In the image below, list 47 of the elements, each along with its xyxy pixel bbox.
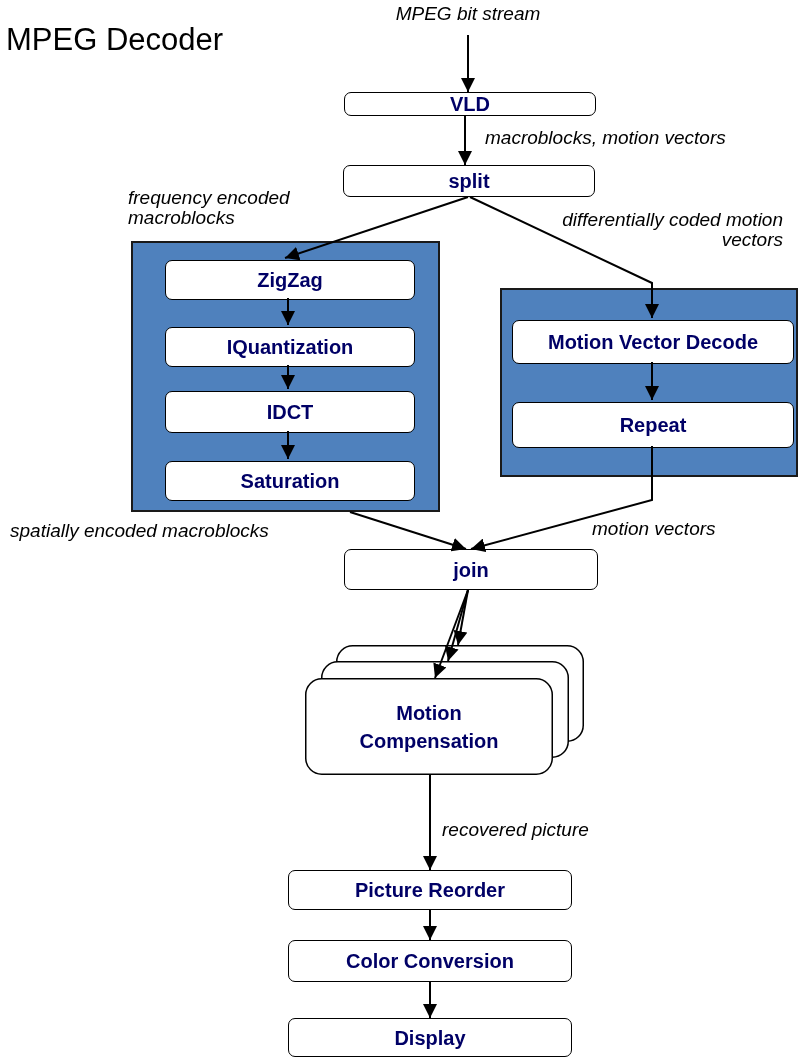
node-label: split [447, 169, 491, 194]
group-panel [500, 288, 798, 477]
arrow [453, 589, 469, 646]
process-box [165, 461, 415, 501]
process-box [165, 260, 415, 300]
group-panel [131, 241, 440, 512]
edge-label: spatially encoded macroblocks [10, 521, 270, 541]
node-label: VLD [449, 92, 491, 117]
diagram-title: MPEG Decoder [6, 22, 224, 58]
edge-label: MPEG bit stream [394, 4, 542, 24]
arrow [349, 511, 467, 552]
edge-label: recovered picture [442, 820, 590, 840]
edge-label: macroblocks, motion vectors [485, 128, 727, 148]
node-label: ZigZag [256, 268, 324, 293]
process-box [165, 327, 415, 367]
process-box [288, 940, 572, 982]
arrow [423, 981, 437, 1019]
arrow [423, 909, 437, 941]
process-box [288, 1018, 572, 1057]
node-label: Picture Reorder [353, 878, 507, 903]
node-label: Display [393, 1025, 467, 1051]
arrow [458, 115, 472, 166]
node-label: Motion Vector Decode [547, 330, 759, 355]
stacked-process-box [305, 645, 584, 775]
arrow [445, 589, 469, 662]
edge-label: differentially coded motion vectors [561, 210, 783, 250]
arrow [469, 196, 659, 319]
edge-label: frequency encoded macroblocks [128, 188, 291, 228]
arrow [423, 774, 437, 871]
process-box [344, 549, 598, 590]
node-label: Motion Compensation [358, 700, 500, 754]
process-box [344, 92, 596, 116]
arrow [461, 34, 475, 93]
node-label: join [452, 557, 490, 583]
process-box [343, 165, 595, 197]
node-label: IQuantization [225, 335, 355, 360]
edge-label: motion vectors [592, 519, 717, 539]
process-box [165, 391, 415, 433]
node-label: IDCT [265, 400, 315, 425]
node-label: Repeat [618, 413, 688, 438]
node-label: Saturation [239, 469, 341, 494]
process-box [512, 320, 794, 364]
arrow [284, 196, 469, 261]
process-box [512, 402, 794, 448]
node-label: Color Conversion [345, 949, 515, 974]
process-box [288, 870, 572, 910]
arrow [433, 589, 469, 679]
